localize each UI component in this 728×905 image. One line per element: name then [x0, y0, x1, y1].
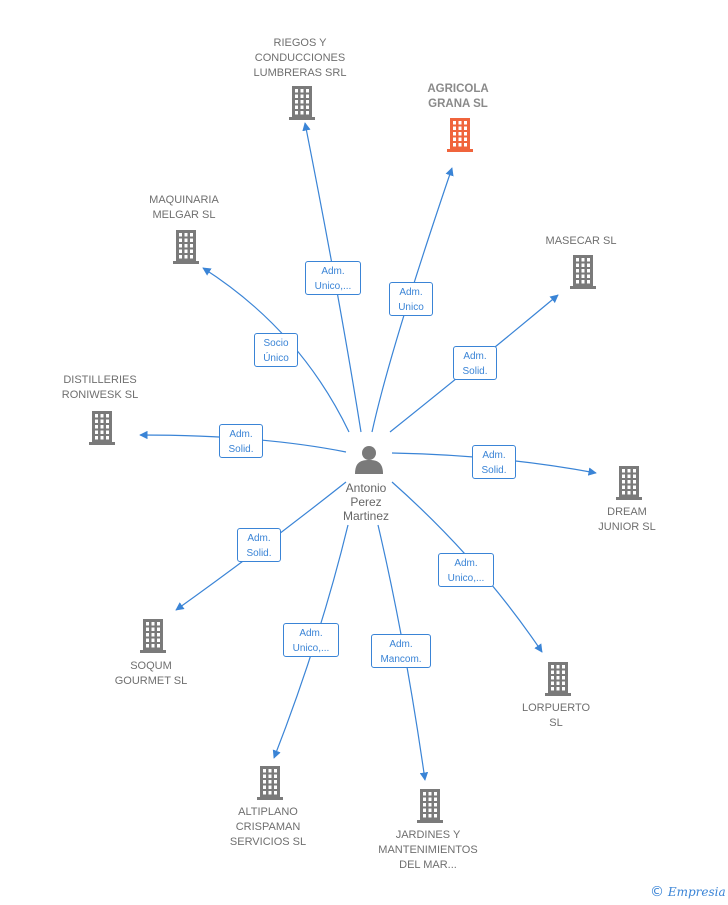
company-label-masecar[interactable]: MASECAR SL — [545, 235, 617, 247]
company-label-jardines[interactable]: JARDINES Y MANTENIMIENTOS DEL MAR... — [378, 829, 478, 871]
company-label-altiplano[interactable]: ALTIPLANO CRISPAMAN SERVICIOS SL — [229, 806, 307, 848]
building-icon-agricola[interactable] — [447, 118, 473, 152]
company-label-agricola[interactable]: AGRICOLA GRANA SL — [427, 83, 489, 110]
building-icon-altiplano[interactable] — [257, 766, 283, 800]
company-label-maquinaria[interactable]: MAQUINARIA MELGAR SL — [149, 194, 219, 221]
edge-label-distilleries[interactable]: Adm. Solid. — [219, 424, 263, 458]
empresia-brand[interactable]: © Empresia — [650, 884, 726, 900]
building-icon-distilleries[interactable] — [89, 411, 115, 445]
company-label-riegos[interactable]: RIEGOS Y CONDUCCIONES LUMBRERAS SRL — [253, 37, 347, 79]
building-icon-riegos[interactable] — [289, 86, 315, 120]
company-label-distilleries[interactable]: DISTILLERIES RONIWESK SL — [61, 374, 139, 401]
building-icon-masecar[interactable] — [570, 255, 596, 289]
building-icon-lorpuerto[interactable] — [545, 662, 571, 696]
edge-label-lorpuerto[interactable]: Adm. Unico,... — [438, 553, 494, 587]
brand-name: Empresia — [667, 885, 726, 899]
edge-label-agricola[interactable]: Adm. Unico — [389, 282, 433, 316]
edge-label-jardines[interactable]: Adm. Mancom. — [371, 634, 431, 668]
copyright-icon: © — [650, 884, 664, 900]
edge-label-dream[interactable]: Adm. Solid. — [472, 445, 516, 479]
company-label-soqum[interactable]: SOQUM GOURMET SL — [114, 660, 188, 687]
building-icon-soqum[interactable] — [140, 619, 166, 653]
edge-label-soqum[interactable]: Adm. Solid. — [237, 528, 281, 562]
company-label-lorpuerto[interactable]: LORPUERTO SL — [521, 702, 591, 729]
edge-label-riegos[interactable]: Adm. Unico,... — [305, 261, 361, 295]
company-label-dream[interactable]: DREAM JUNIOR SL — [598, 506, 656, 533]
building-icon-dream[interactable] — [616, 466, 642, 500]
edge-label-masecar[interactable]: Adm. Solid. — [453, 346, 497, 380]
edge-label-altiplano[interactable]: Adm. Unico,... — [283, 623, 339, 657]
edge-agricola — [371, 167, 454, 433]
building-icon-jardines[interactable] — [417, 789, 443, 823]
person-icon[interactable] — [355, 446, 383, 474]
building-icon-maquinaria[interactable] — [173, 230, 199, 264]
edge-label-maquinaria[interactable]: Socio Único — [254, 333, 298, 367]
person-name[interactable]: Antonio Perez Martinez — [342, 481, 389, 523]
